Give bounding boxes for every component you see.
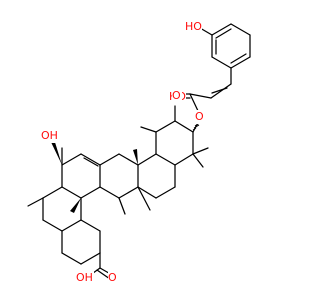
ring-c [99, 153, 151, 215]
molecule-svg: HO HO O O O OH OH [27, 20, 251, 285]
phenol-hydroxyl-label: HO [185, 20, 202, 33]
acid-hydroxyl-label: OH [76, 271, 93, 284]
ring-d [61, 153, 101, 199]
ring-a [140, 105, 209, 168]
ring-e [27, 147, 101, 265]
atom-labels: HO HO O O O OH OH [40, 20, 204, 285]
acid-carbonyl-oxygen-label: O [108, 271, 117, 284]
ester-oxygen-label: O [195, 110, 204, 123]
carbonyl-oxygen-label: O [172, 89, 181, 102]
structure-diagram: HO HO O O O OH OH [27, 20, 251, 285]
phenol-ring [199, 23, 251, 69]
stereo-bonds [50, 121, 202, 213]
ring-e-hydroxyl-label: OH [41, 129, 58, 142]
ring-b [137, 153, 176, 199]
